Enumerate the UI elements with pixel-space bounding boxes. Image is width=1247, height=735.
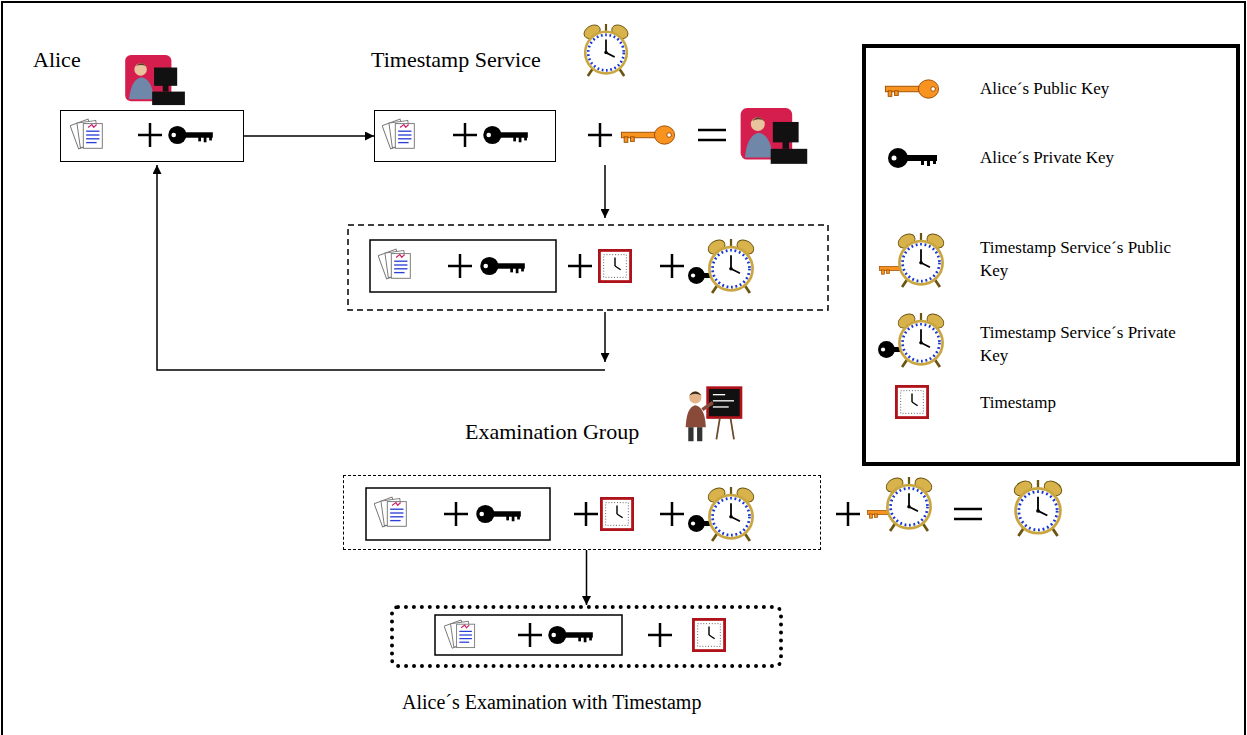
node-heading: Examination Group [465,419,639,445]
legend-text: Alice´s Private Key [980,146,1202,169]
private-key-icon [548,626,593,644]
timestamp-icon [599,250,630,281]
legend-swatch [878,311,946,367]
sender-box: Alice [60,110,244,162]
plus-symbol [648,623,672,647]
plus-symbol [453,123,477,147]
equals-symbol [954,509,982,519]
legend-text: Alice´s Public Key [980,77,1202,100]
flow-arrow [586,550,588,605]
timestamp-icon [601,498,632,529]
document-icon [70,119,102,149]
dashed-group-box [348,225,828,310]
flow-arrow [604,312,606,362]
document-icon [444,620,474,648]
document-icon [378,249,410,279]
service-private-key-icon [688,237,756,293]
public-key-icon [621,126,674,144]
private-key-icon [483,126,528,144]
alice-icon [741,108,808,164]
signed-document-box [435,615,622,655]
plus-symbol [588,123,612,147]
plus-symbol [138,123,162,147]
private-key-icon [168,126,213,144]
service-box: Timestamp Service [374,110,556,162]
plus-symbol [574,502,598,526]
legend-swatch [879,231,946,287]
plus-symbol [660,254,684,278]
equals-symbol [698,130,726,140]
node-heading: Alice [33,47,81,73]
signed-document-box [366,488,550,540]
private-key-icon [480,257,525,275]
plus-symbol [444,502,468,526]
legend-swatch [885,80,938,98]
legend-text: Timestamp [980,391,1202,414]
legend-swatch [888,148,937,168]
flow-arrow [244,135,374,137]
plus-symbol [660,502,684,526]
plus-symbol [568,254,592,278]
signed-document-box [370,240,556,292]
result-box: Alice´s Examination with Timestamp [390,605,783,668]
document-icon [382,119,414,149]
clock-icon [582,22,631,76]
plus-symbol [518,623,542,647]
private-key-icon [476,505,521,523]
plus-symbol [836,502,860,526]
flow-arrow [604,165,606,218]
clock-icon [1012,478,1065,536]
legend-swatch [896,386,927,417]
plus-symbol [448,254,472,278]
flow-arrow [157,165,605,370]
document-icon [374,497,406,527]
legend-text: Timestamp Service´s Private Key [980,321,1202,367]
examination-box: Examination Group [343,475,821,550]
teacher-icon [686,388,741,442]
timestamp-icon [693,619,724,650]
service-public-key-icon [867,475,934,531]
node-heading: Alice´s Examination with Timestamp [402,690,701,714]
node-heading: Timestamp Service [371,47,541,73]
alice-icon [125,55,185,105]
legend-panel: Alice´s Public KeyAlice´s Private KeyTim… [862,44,1240,466]
legend-text: Timestamp Service´s Public Key [980,236,1202,282]
service-private-key-icon [688,485,756,541]
